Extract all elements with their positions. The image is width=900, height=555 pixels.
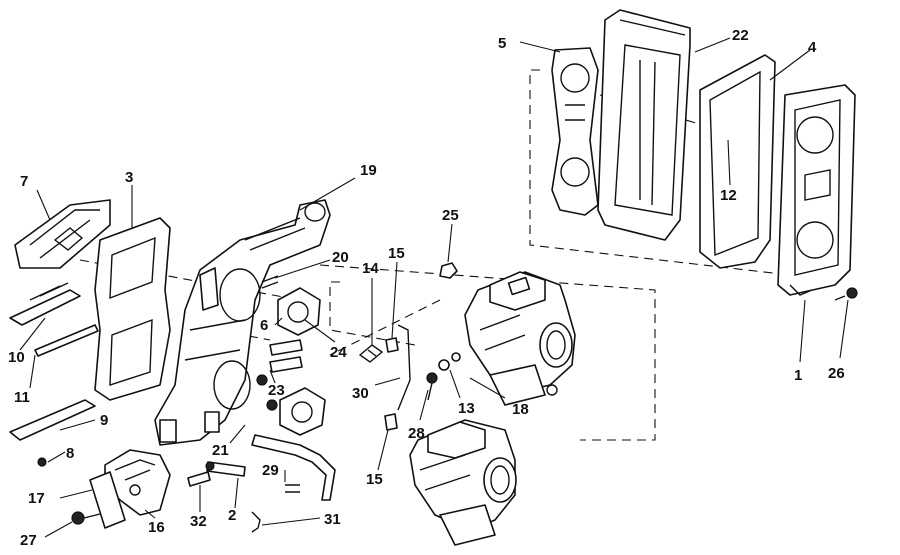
bolt-2 (205, 461, 246, 477)
clip-14 (358, 344, 384, 363)
callout-3: 3 (125, 169, 133, 186)
callout-32: 32 (190, 513, 207, 530)
callout-11: 11 (14, 389, 30, 406)
callout-6: 6 (260, 317, 268, 334)
callout-5: 5 (498, 35, 506, 52)
plate-17 (89, 471, 126, 529)
fitting-15-top (385, 337, 399, 353)
callout-22: 22 (732, 27, 749, 44)
bolt-27 (71, 511, 101, 525)
rod-30 (397, 324, 411, 411)
callout-4: 4 (808, 39, 817, 56)
callout-21: 21 (212, 442, 229, 459)
callout-15-bottom: 15 (366, 471, 383, 488)
callout-18: 18 (512, 401, 529, 418)
callout-24: 24 (330, 344, 347, 361)
callout-25: 25 (442, 207, 459, 224)
callout-15-top: 15 (388, 245, 405, 262)
fitting-15-bottom (384, 413, 398, 431)
callout-13: 13 (458, 400, 475, 417)
gasket-5 (551, 47, 599, 216)
reed-block-7 (14, 199, 111, 269)
gasket-3 (94, 217, 171, 401)
callout-28: 28 (408, 425, 425, 442)
callout-31: 31 (324, 511, 341, 528)
callout-19: 19 (360, 162, 377, 179)
callout-10: 10 (8, 349, 25, 366)
carburetor-lower (409, 419, 517, 546)
reeds-10 (9, 282, 81, 326)
callout-14: 14 (362, 260, 379, 277)
silencer-base-22 (597, 9, 691, 241)
screw-8 (37, 457, 47, 467)
callout-8: 8 (66, 445, 74, 462)
callout-29: 29 (262, 462, 279, 479)
nut-25 (439, 262, 458, 279)
callout-20: 20 (332, 249, 349, 266)
callout-17: 17 (28, 490, 45, 507)
gasket-middle (699, 54, 776, 269)
clip-31 (251, 511, 261, 533)
callout-7: 7 (20, 173, 28, 190)
plate-9 (9, 399, 96, 441)
callout-23: 23 (268, 382, 285, 399)
callout-26: 26 (828, 365, 845, 382)
callout-9: 9 (100, 412, 108, 429)
callout-12: 12 (720, 187, 737, 204)
reed-stop-11 (34, 324, 99, 357)
screw-28 (426, 372, 438, 401)
callout-2: 2 (228, 507, 236, 524)
leader-lines (19, 37, 849, 538)
hose-29 (251, 434, 336, 501)
carburetor-upper (464, 271, 576, 406)
flange-gasket-24 (279, 387, 326, 436)
bolts-20-23 (256, 275, 303, 411)
silencer-cover-4 (777, 84, 856, 296)
callout-1: 1 (794, 367, 802, 384)
callout-labels: 7 3 5 22 4 19 20 14 15 25 12 1 26 6 24 2… (8, 27, 845, 549)
callout-16: 16 (148, 519, 165, 536)
flange-gasket-6 (277, 287, 321, 336)
callout-30: 30 (352, 385, 369, 402)
washer-13 (438, 352, 461, 371)
callout-27: 27 (20, 532, 37, 549)
bolt-32 (187, 471, 211, 487)
screw-26 (834, 287, 858, 301)
intake-manifold-19 (154, 199, 331, 446)
